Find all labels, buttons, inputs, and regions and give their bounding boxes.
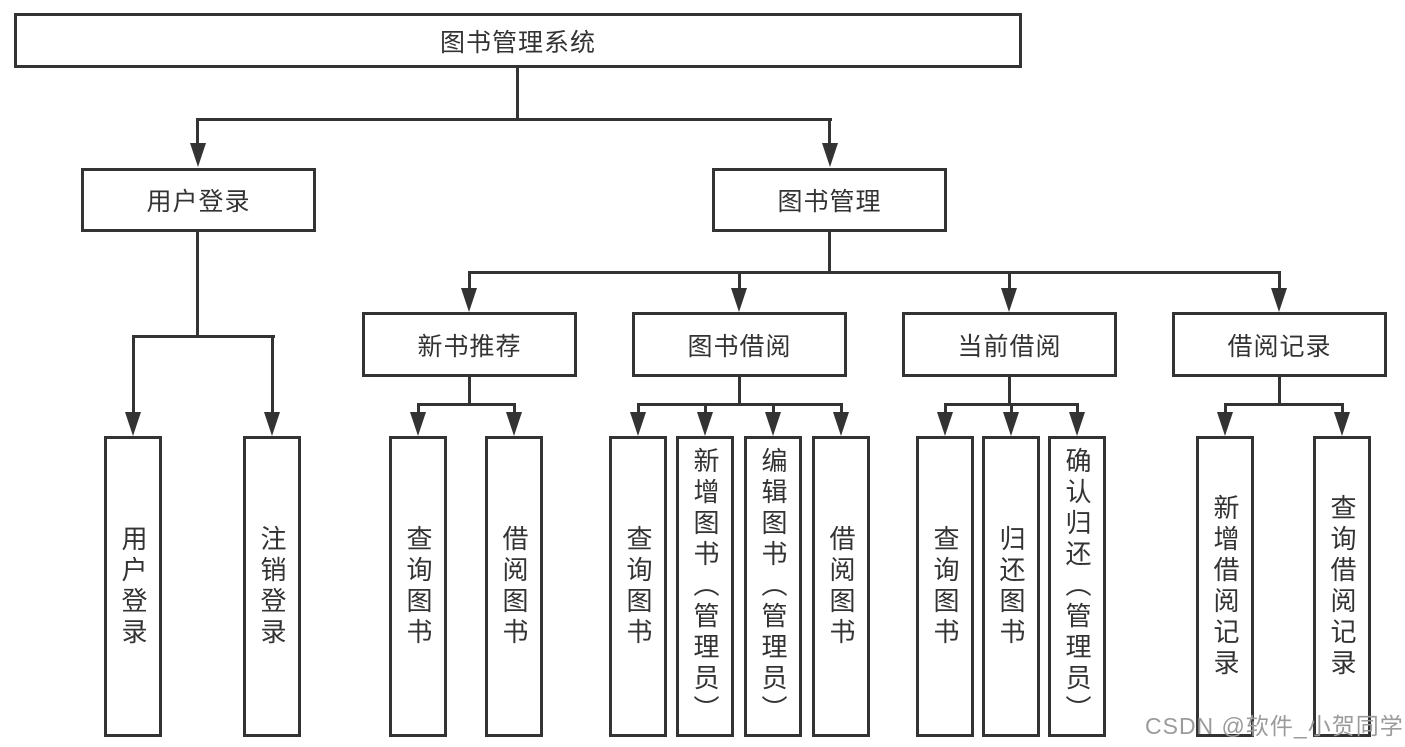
connector-book-mgmt-stem [828,232,831,274]
leaf-query-borrow-record: 查询借阅记录 [1313,436,1371,737]
connector-drop [704,403,707,417]
node-root: 图书管理系统 [14,13,1022,68]
arrow-down-icon [125,412,141,436]
node-book-mgmt: 图书管理 [712,168,947,232]
connector-drop [944,403,947,417]
csdn-watermark: CSDN @软件_小贺同学 [1145,713,1404,739]
arrow-down-icon [822,143,838,167]
connector-borrowing-rail [637,403,843,406]
connector-drop [1008,271,1011,293]
arrow-down-icon [937,412,953,436]
leaf-user-login: 用户登录 [104,436,162,737]
connector-root-stem [516,67,519,120]
connector-level3-rail [468,271,1281,274]
connector-borrowing-stem [738,377,741,406]
connector-drop [1341,403,1344,417]
connector-records-rail [1224,403,1344,406]
arrow-down-icon [1271,288,1287,312]
leaf-query-books: 查询图书 [609,436,667,737]
leaf-add-borrow-record: 新增借阅记录 [1196,436,1254,737]
connector-user-login-drop [196,118,199,146]
connector-drop [738,271,741,293]
leaf-confirm-return-admin: 确认归还（管理员） [1048,436,1106,737]
connector-drop [468,271,471,293]
connector-drop [513,403,516,417]
connector-drop [1278,271,1281,293]
connector-drop [637,403,640,417]
node-current-borrow: 当前借阅 [902,312,1117,377]
connector-drop [1010,403,1013,417]
leaf-borrow-books: 借阅图书 [812,436,870,737]
arrow-down-icon [264,412,280,436]
connector-drop [1224,403,1227,417]
connector-new-books-stem [468,377,471,406]
connector-drop [772,403,775,417]
leaf-add-books-admin: 新增图书（管理员） [676,436,734,737]
connector-level2-rail [196,118,832,121]
arrow-down-icon [630,412,646,436]
arrow-down-icon [697,412,713,436]
connector-user-login-rail [132,335,275,338]
leaf-edit-books-admin: 编辑图书（管理员） [744,436,802,737]
connector-drop [271,335,274,415]
connector-drop [417,403,420,417]
node-new-books: 新书推荐 [362,312,577,377]
node-user-login: 用户登录 [81,168,316,232]
leaf-logout: 注销登录 [243,436,301,737]
arrow-down-icon [1003,412,1019,436]
connector-user-login-stem [196,232,199,338]
arrow-down-icon [461,288,477,312]
connector-drop [132,335,135,415]
node-borrowing: 图书借阅 [632,312,847,377]
connector-new-books-rail [417,403,516,406]
leaf-query-books: 查询图书 [389,436,447,737]
leaf-borrow-books: 借阅图书 [485,436,543,737]
connector-book-mgmt-drop [828,118,831,146]
connector-drop [840,403,843,417]
arrow-down-icon [833,412,849,436]
arrow-down-icon [1334,412,1350,436]
arrow-down-icon [506,412,522,436]
leaf-return-books: 归还图书 [982,436,1040,737]
connector-records-stem [1278,377,1281,406]
connector-drop [1076,403,1079,417]
arrow-down-icon [190,143,206,167]
arrow-down-icon [1217,412,1233,436]
arrow-down-icon [1069,412,1085,436]
arrow-down-icon [410,412,426,436]
connector-current-stem [1008,377,1011,406]
arrow-down-icon [731,288,747,312]
leaf-query-books: 查询图书 [916,436,974,737]
arrow-down-icon [1001,288,1017,312]
node-borrow-records: 借阅记录 [1172,312,1387,377]
arrow-down-icon [765,412,781,436]
